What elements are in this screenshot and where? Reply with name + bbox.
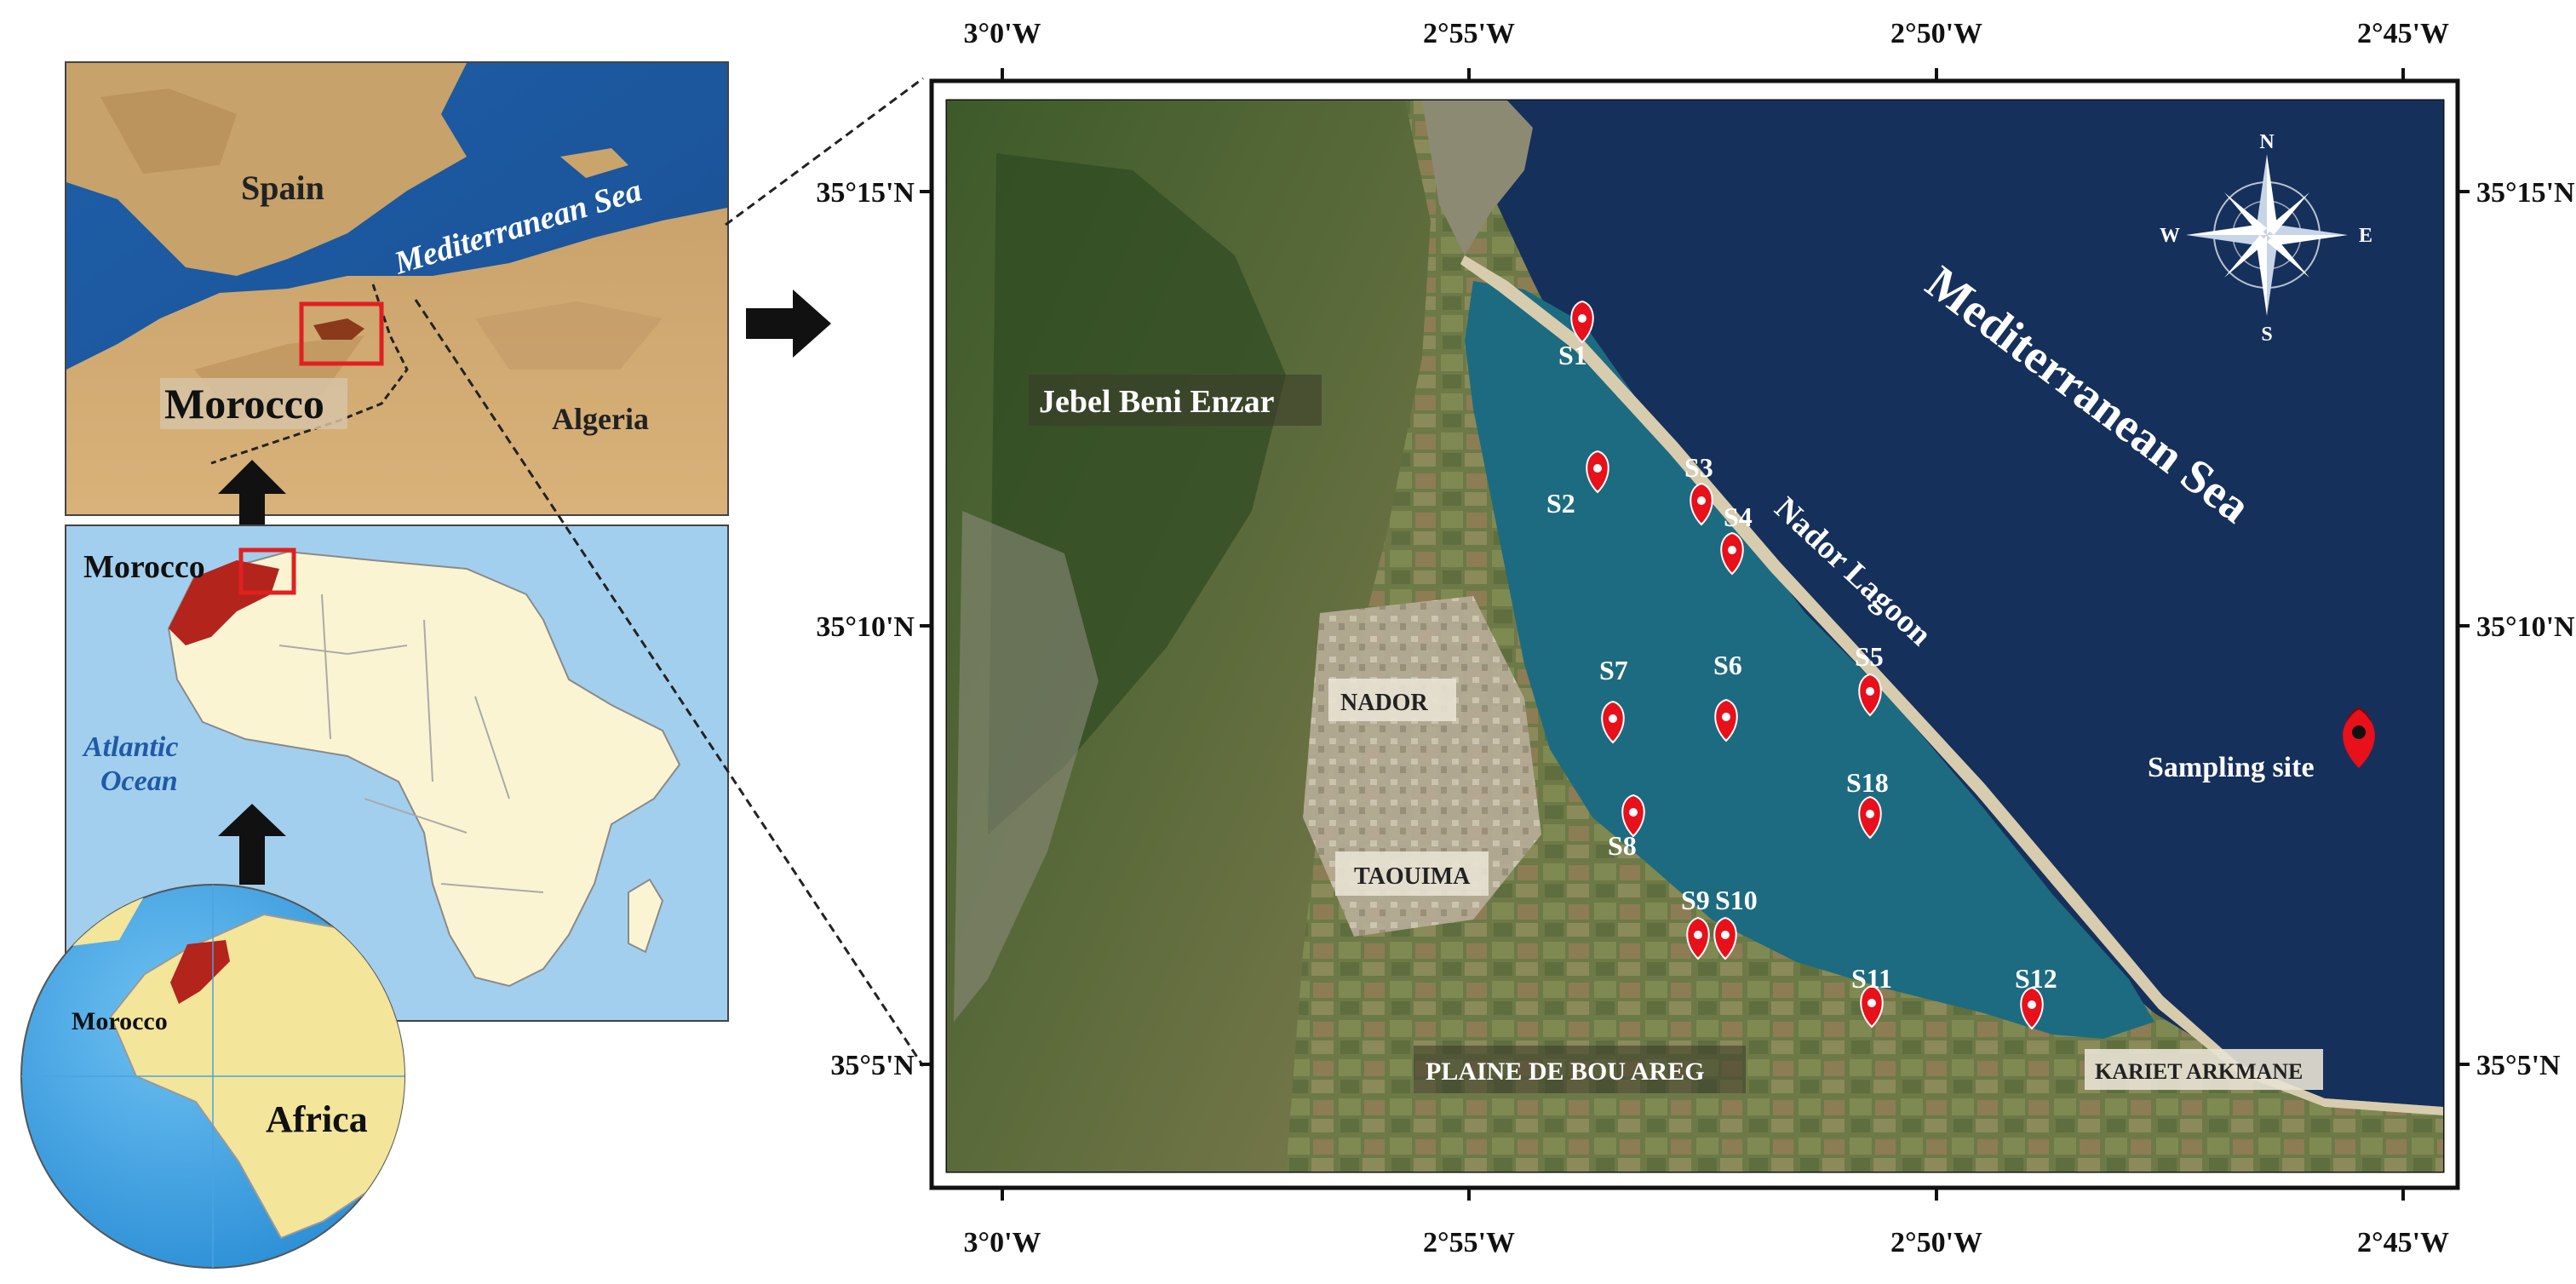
marker-s6: S6: [1713, 650, 1742, 742]
inset-highlight-box: [299, 301, 384, 366]
marker-s7: S7: [1599, 655, 1628, 744]
tick-left-35-15n: 35°15'N: [816, 177, 915, 209]
marker-s4: S4: [1720, 502, 1753, 576]
compass-n: N: [2259, 131, 2275, 153]
marker-label-s6: S6: [1713, 650, 1742, 680]
tick-top-2-45w: 2°45'W: [2357, 18, 2449, 49]
legend-sampling-site: Sampling site: [2148, 707, 2375, 783]
compass-e: E: [2359, 225, 2372, 247]
label-jebel-beni-enzar: Jebel Beni Enzar: [1039, 384, 1275, 420]
marker-s18: S18: [1846, 767, 1889, 840]
compass-s: S: [2261, 324, 2272, 346]
marker-label-s1: S1: [1558, 340, 1587, 370]
marker-label-s2: S2: [1546, 488, 1575, 519]
tick-right-35-10n: 35°10'N: [2476, 611, 2575, 643]
marker-label-s3: S3: [1684, 452, 1713, 483]
marker-label-s10: S10: [1715, 885, 1758, 915]
label-atlantic: Atlantic: [82, 731, 178, 763]
label-spain: Spain: [241, 169, 324, 207]
marker-s11: S11: [1851, 963, 1892, 1029]
marker-s8: S8: [1608, 794, 1645, 861]
marker-s12: S12: [2015, 963, 2057, 1030]
label-africa: Africa: [266, 1098, 368, 1140]
inset-europe-map: Spain Mediterranean Sea Morocco Algeria: [65, 61, 729, 516]
tick-bottom-2-45w: 2°45'W: [2357, 1227, 2449, 1258]
main-map: 3°0'W 2°55'W 2°50'W 2°45'W 3°0'W 2°55'W …: [816, 18, 2575, 1258]
label-plaine-de-bou-areg: PLAINE DE BOU AREG: [1426, 1058, 1705, 1086]
label-morocco-globe: Morocco: [72, 1007, 168, 1035]
inset-europe-svg: Spain Mediterranean Sea Morocco Algeria: [66, 63, 727, 514]
label-morocco-africa: Morocco: [83, 549, 205, 585]
tick-right-35-15n: 35°15'N: [2476, 177, 2575, 209]
marker-label-s5: S5: [1855, 641, 1884, 672]
marker-label-s8: S8: [1608, 830, 1637, 861]
tick-bottom-2-55w: 2°55'W: [1423, 1227, 1515, 1258]
arrow-up-2: [218, 804, 286, 885]
marker-s9: S9: [1681, 885, 1710, 960]
label-kariet-arkmane: KARIET ARKMANE: [2095, 1059, 2303, 1084]
label-nador: NADOR: [1340, 690, 1428, 716]
arrow-right: [746, 289, 831, 358]
tick-left-35-10n: 35°10'N: [816, 611, 915, 643]
marker-label-s4: S4: [1724, 502, 1753, 532]
lagoon-area: [1465, 281, 2154, 1039]
legend-label: Sampling site: [2148, 752, 2315, 783]
label-morocco-inset: Morocco: [164, 380, 324, 427]
compass-w: W: [2160, 225, 2180, 247]
tick-marks: [920, 68, 2470, 1201]
compass-rose-icon: N S E W: [2160, 131, 2372, 346]
label-algeria: Algeria: [552, 402, 649, 436]
marker-s2: S2: [1546, 450, 1609, 519]
marker-label-s7: S7: [1599, 655, 1628, 685]
tick-top-2-50w: 2°50'W: [1890, 18, 1982, 49]
globe-inset: Morocco Africa: [20, 884, 405, 1269]
marker-s3: S3: [1684, 452, 1713, 526]
marker-s10: S10: [1713, 885, 1758, 960]
marker-label-s18: S18: [1846, 767, 1889, 798]
arrow-up-1: [218, 460, 286, 545]
tick-bottom-2-50w: 2°50'W: [1890, 1227, 1982, 1258]
tick-right-35-5n: 35°5'N: [2476, 1050, 2561, 1081]
marker-label-s12: S12: [2015, 963, 2057, 994]
tick-top-2-55w: 2°55'W: [1423, 18, 1515, 49]
tick-left-35-5n: 35°5'N: [830, 1050, 915, 1081]
tick-top-3-0w: 3°0'W: [963, 18, 1041, 49]
label-ocean: Ocean: [100, 765, 178, 797]
marker-label-s11: S11: [1851, 963, 1892, 994]
label-taouima: TAOUIMA: [1354, 863, 1471, 890]
marker-label-s9: S9: [1681, 885, 1710, 915]
tick-bottom-3-0w: 3°0'W: [963, 1227, 1041, 1258]
marker-s5: S5: [1855, 641, 1884, 717]
marker-s1: S1: [1558, 300, 1594, 370]
